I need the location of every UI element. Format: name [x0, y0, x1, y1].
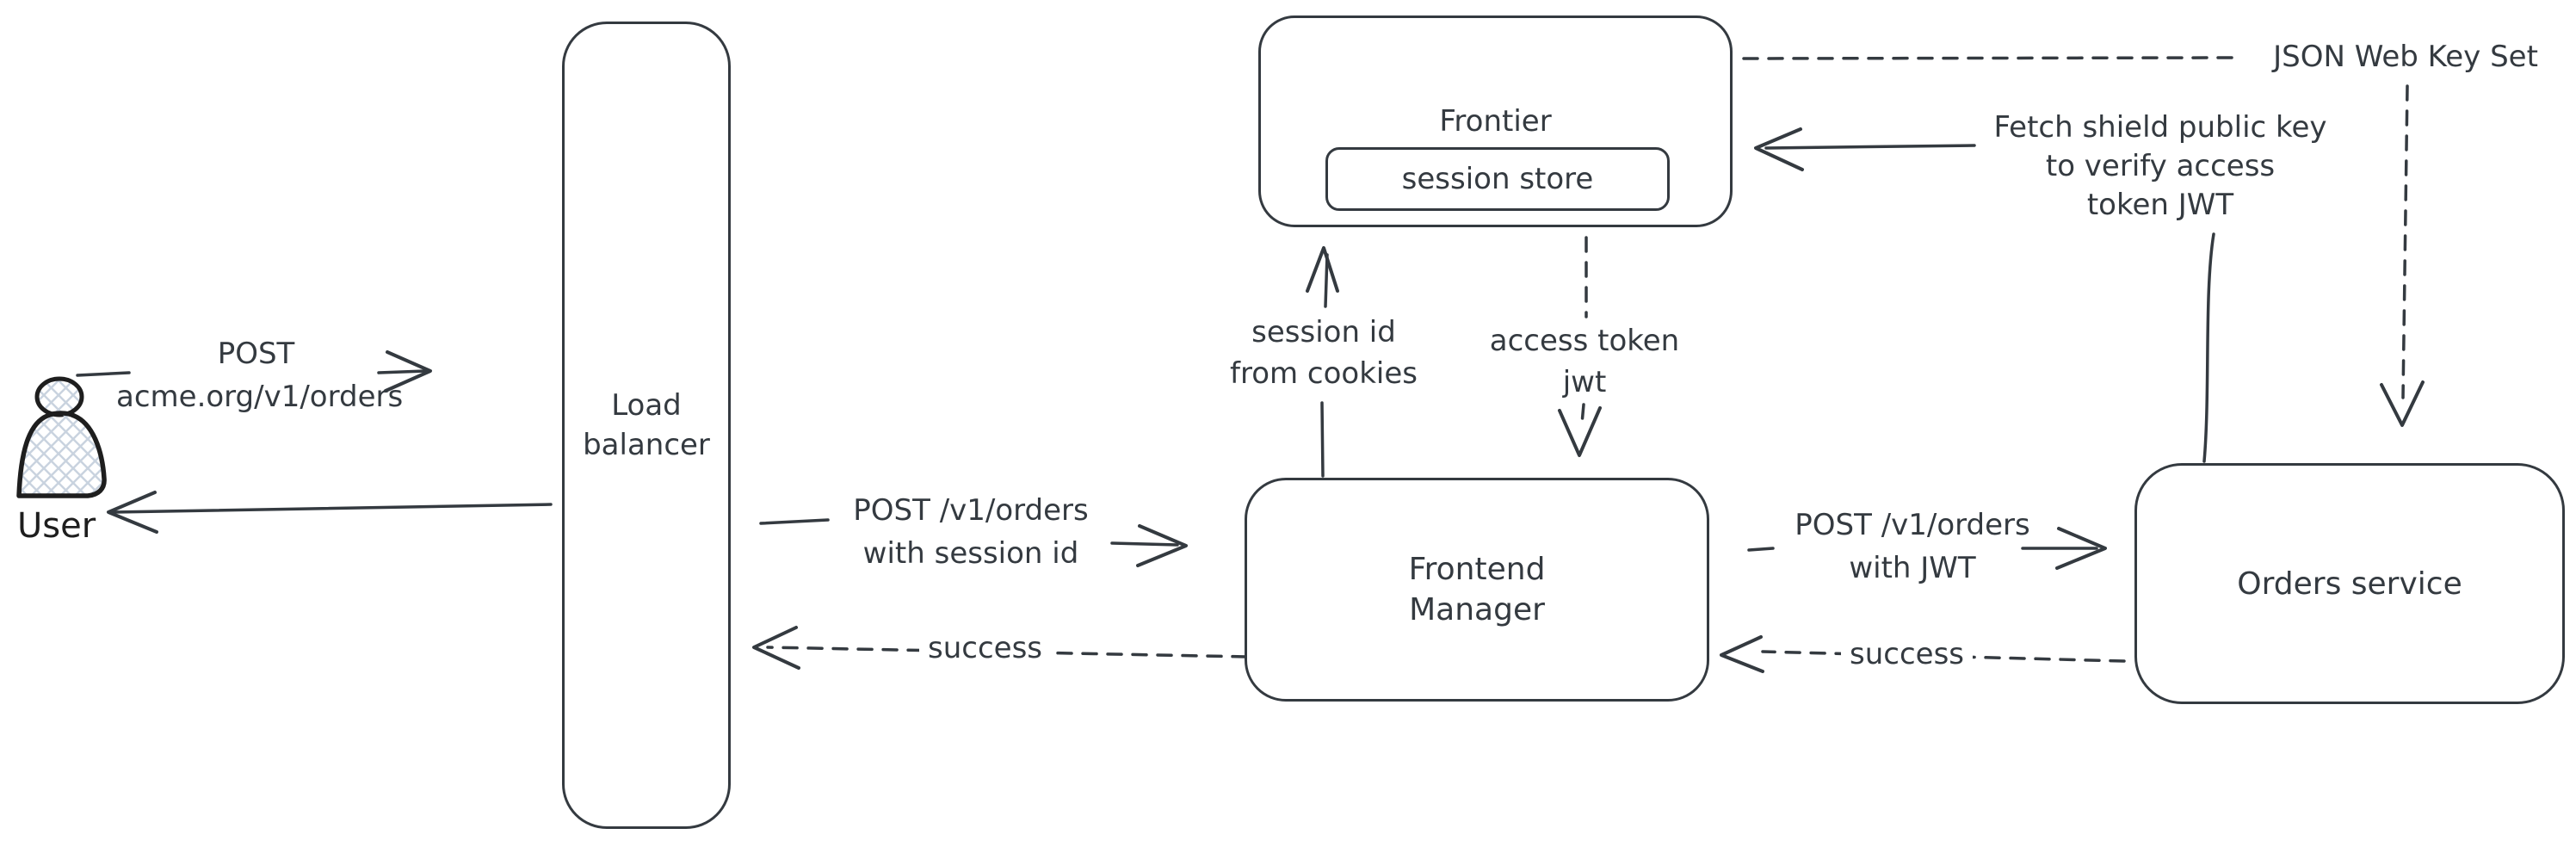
- edge-label-session-cookies-line2: from cookies: [1230, 356, 1418, 391]
- arrow-load-balancer-to-frontend-manager: [759, 518, 1188, 567]
- arrow-frontier-to-jwks: [1742, 56, 2236, 60]
- user-label: User: [17, 506, 96, 546]
- node-load-balancer: Load balancer: [562, 22, 731, 829]
- arrow-load-balancer-to-user: [107, 491, 553, 534]
- session-store-label: session store: [1401, 162, 1594, 196]
- arrow-jwks-to-orders: [2380, 84, 2425, 427]
- edge-label-access-token-jwt: access token jwt: [1455, 320, 1714, 403]
- edge-label-fetch-line2: to verify access: [2045, 149, 2276, 183]
- arrow-user-to-load-balancer: [76, 350, 432, 393]
- orders-service-label: Orders service: [2237, 566, 2462, 602]
- edge-label-post-acme-line1: POST: [217, 337, 295, 371]
- edge-label-post-jwt-line1: POST /v1/orders: [1795, 508, 2030, 542]
- edge-label-post-session-line2: with session id: [862, 536, 1079, 571]
- node-session-store: session store: [1325, 147, 1670, 211]
- edge-label-post-jwt-line2: with JWT: [1849, 551, 1976, 585]
- frontend-manager-label-line2: Manager: [1409, 592, 1545, 628]
- edge-label-success-right: success: [1841, 634, 1973, 675]
- edge-label-access-token-line2: jwt: [1562, 365, 1607, 399]
- edge-label-post-acme-line2: acme.org/v1/orders: [116, 380, 404, 414]
- edge-label-post-session-id: POST /v1/orders with session id: [825, 489, 1117, 575]
- edge-label-fetch-line1: Fetch shield public key: [1993, 110, 2327, 145]
- arrow-frontend-manager-to-orders: [1747, 527, 2107, 570]
- edge-label-post-acme: POST acme.org/v1/orders: [116, 332, 404, 418]
- node-frontend-manager: Frontend Manager: [1245, 478, 1709, 702]
- frontend-manager-label-line1: Frontend: [1408, 552, 1546, 587]
- load-balancer-label-line2: balancer: [583, 428, 710, 462]
- frontier-label: Frontier: [1439, 104, 1552, 139]
- edge-label-fetch-shield-key: Fetch shield public key to verify access…: [1988, 108, 2332, 225]
- load-balancer-label-line1: Load: [611, 388, 682, 423]
- person-icon: [16, 376, 107, 498]
- arrow-frontend-manager-to-frontier: [1306, 246, 1339, 478]
- edge-label-session-cookies-line1: session id: [1251, 315, 1396, 349]
- node-orders-service: Orders service: [2134, 463, 2565, 704]
- edge-label-json-web-key-set: JSON Web Key Set: [2273, 40, 2538, 74]
- edge-label-session-id-cookies: session id from cookies: [1199, 312, 1449, 394]
- edge-label-success-left: success: [919, 628, 1051, 669]
- edge-label-fetch-line3: token JWT: [2086, 188, 2234, 222]
- arrow-frontier-to-frontend-manager: [1558, 236, 1602, 457]
- edge-label-post-session-line1: POST /v1/orders: [853, 493, 1089, 528]
- edge-label-post-jwt: POST /v1/orders with JWT: [1766, 504, 2059, 590]
- arrow-orders-to-frontier: [1754, 127, 2215, 463]
- node-frontier: Frontier session store: [1258, 15, 1733, 227]
- edge-label-access-token-line1: access token: [1489, 324, 1680, 358]
